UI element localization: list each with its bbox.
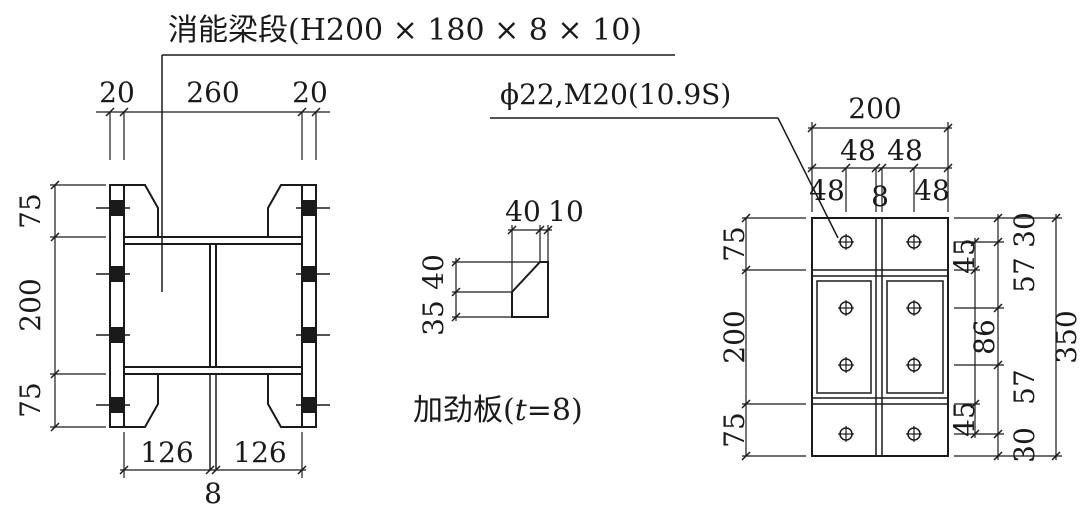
left-view-bolts: [96, 200, 330, 413]
stiffener-top-right: [267, 184, 302, 237]
dim-outer-3: 57: [1008, 369, 1041, 405]
dim-gauge-right: 48: [887, 134, 923, 167]
dim-right-left-mid: 200: [718, 310, 751, 363]
dim-total-height: 350: [1050, 310, 1080, 363]
bolt-row: [96, 200, 330, 216]
bottom-flange: [124, 366, 302, 375]
left-bottom-dimensions: [119, 432, 307, 478]
right-side-dimensions: [954, 213, 1062, 461]
dim-plate-width: 200: [848, 92, 901, 125]
dim-inner-bottom: 45: [948, 401, 981, 437]
dim-outer-2: 57: [1008, 257, 1041, 293]
dim-inner-top: 45: [948, 238, 981, 274]
bolt-row: [96, 266, 330, 282]
left-side-dimensions: [50, 180, 106, 432]
stiffener-plate: [511, 261, 549, 318]
left-view: 20 260 20 75 200 75 126 126: [14, 76, 330, 510]
dim-right-left-top: 75: [718, 226, 751, 262]
dim-between-plates: 260: [186, 76, 239, 109]
dim-gauge-left: 48: [840, 134, 876, 167]
dim-stiffener-10: 10: [548, 195, 584, 228]
web: [209, 244, 217, 470]
dim-stiffener-40: 40: [505, 195, 541, 228]
dim-left-mid: 200: [14, 278, 47, 331]
stiffener-caption-t: t: [515, 393, 528, 428]
bolt-mark: [111, 266, 123, 282]
bolt-row: [96, 327, 330, 343]
left-top-dimensions: [96, 107, 330, 160]
dim-left-top: 75: [14, 193, 47, 229]
dim-right-left-bottom: 75: [718, 412, 751, 448]
dim-edge-right: 48: [914, 174, 950, 207]
end-plate-outline: [811, 217, 949, 457]
dim-inner-mid: 86: [968, 319, 1001, 355]
bolt-label: ϕ22,M20(10.9S): [500, 78, 731, 111]
dim-stiffener-left-40: 40: [417, 254, 450, 290]
bolt-mark: [111, 200, 123, 216]
dim-stiffener-35: 35: [417, 300, 450, 336]
bolt-mark: [111, 397, 123, 413]
bolt-mark: [303, 266, 315, 282]
dim-bottom-right: 126: [233, 436, 286, 469]
right-top-dimensions: [807, 122, 953, 212]
dim-edge-left: 48: [809, 174, 845, 207]
right-left-dimensions: [741, 213, 806, 461]
dim-left-bottom: 75: [14, 382, 47, 418]
dim-plate-left: 20: [99, 76, 135, 109]
stiffener-bottom-left: [124, 374, 159, 428]
stiffener-caption: 加劲板(t=8): [413, 393, 583, 428]
stiffener-detail: [451, 225, 553, 322]
stiffener-caption-suffix: =8): [527, 393, 583, 428]
top-flange: [124, 236, 302, 245]
title-label: 消能梁段(H200 × 180 × 8 × 10): [168, 13, 642, 48]
stiffener-top-left: [124, 184, 159, 237]
dim-web-gap: 8: [871, 180, 889, 213]
dim-outer-1: 30: [1008, 212, 1041, 248]
bolt-mark: [303, 397, 315, 413]
title-leader: [161, 54, 675, 292]
bolt-leader: [490, 117, 839, 239]
left-end-plate: [109, 184, 125, 428]
stiffener-bottom-right: [267, 374, 302, 428]
bolt-mark: [303, 327, 315, 343]
dim-outer-4: 30: [1008, 427, 1041, 463]
right-end-plate: [301, 184, 317, 428]
plate-internal-lines: [812, 218, 948, 456]
stiffener-caption-prefix: 加劲板(: [413, 393, 515, 428]
dim-plate-right: 20: [292, 76, 328, 109]
dim-web-thickness: 8: [204, 477, 222, 510]
right-view: 200 48 48 48 8 48 75 200 75: [718, 92, 1080, 463]
bolt-mark: [303, 200, 315, 216]
bolt-mark: [111, 327, 123, 343]
dim-bottom-left: 126: [140, 436, 193, 469]
bolt-row: [96, 397, 330, 413]
right-view-bolts: [838, 234, 922, 442]
